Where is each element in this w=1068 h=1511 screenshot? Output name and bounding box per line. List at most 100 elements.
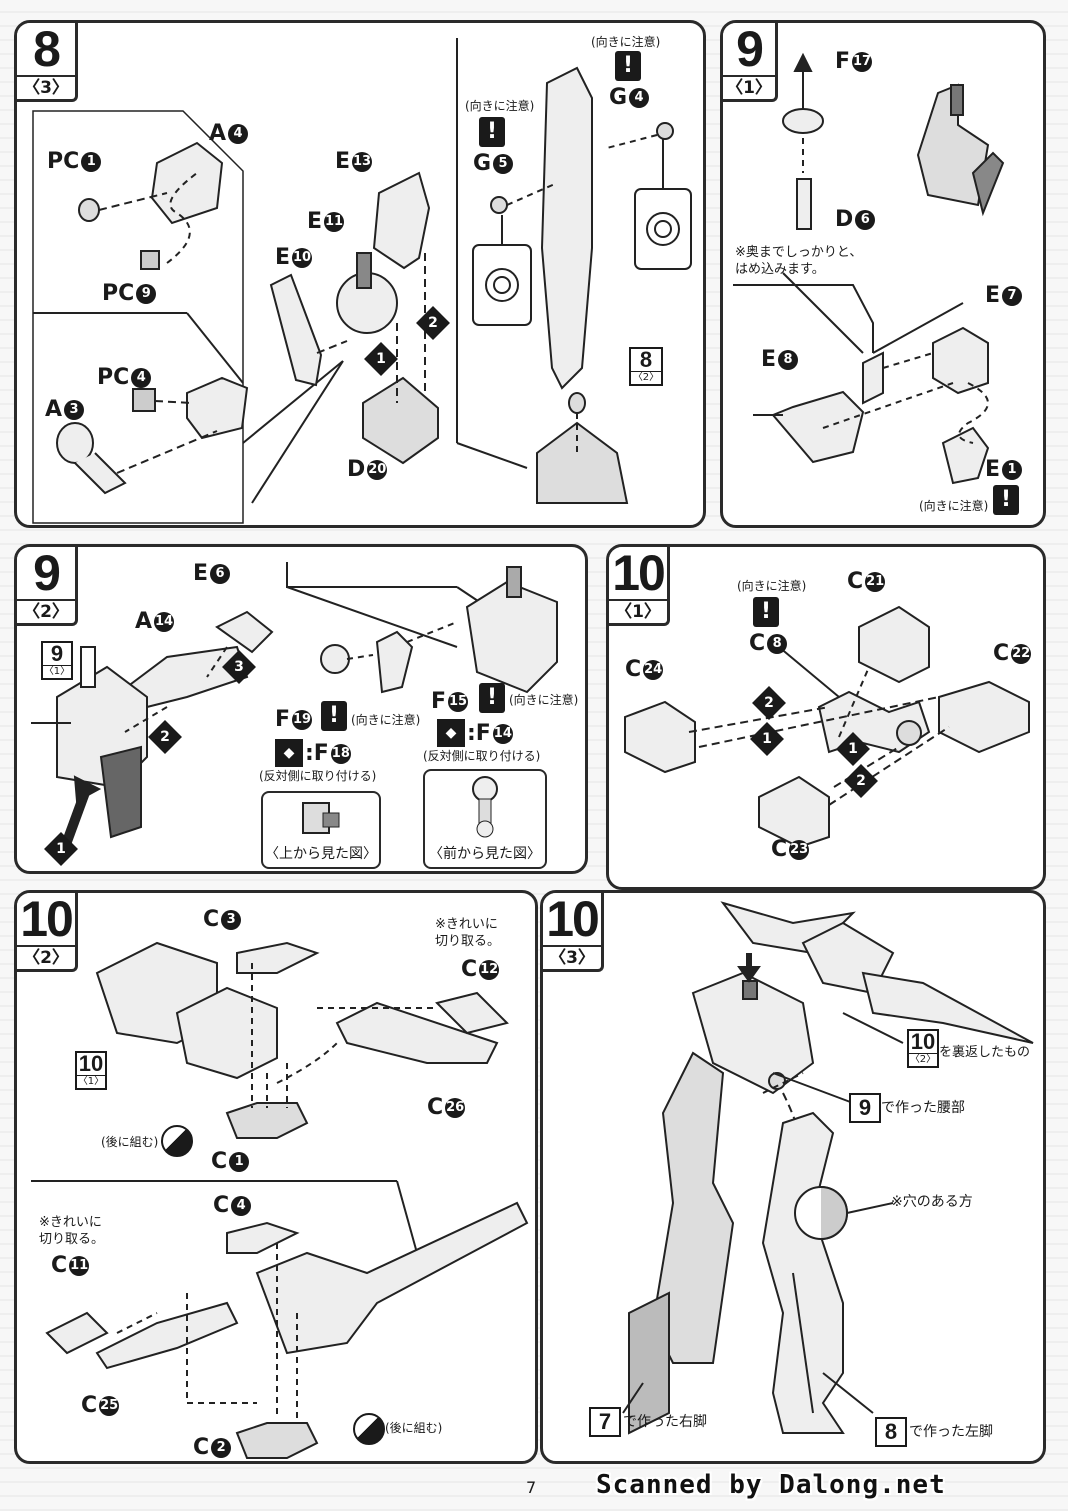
caution-note-g4: (向きに注意) [591,35,661,49]
sequence-arrow-2: 2 [844,764,878,798]
after-note-c1: (後に組む) [101,1135,159,1149]
sequence-arrow-2: 2 [148,720,182,754]
step-10-2-illustration [31,941,529,1459]
reference-step-10-2: 10〈2〉 [907,1029,939,1068]
step-9-1-illustration [733,52,1005,485]
warning-icon: ! [479,117,505,147]
sequence-arrow-1: 1 [44,832,78,866]
reference-step-10-1: 10〈1〉 [75,1051,107,1090]
step-9-2-illustration [31,562,558,849]
step-number: 10 [546,891,600,947]
sequence-arrow-1: 1 [750,722,784,756]
step-badge: 9 〈1〉 [723,23,778,102]
step-10-1-illustration [624,605,1030,849]
sequence-arrow-3: 3 [222,650,256,684]
top-view-drawing [302,802,340,834]
step-badge: 9 〈2〉 [17,547,78,626]
warning-icon: ! [321,701,347,731]
warning-icon: ! [753,597,779,627]
step-number: 9 [33,545,61,601]
step-10-3-illustration [622,901,1034,1435]
assemble-later-icon [161,1125,193,1157]
opposite-side-note-f18: (反対側に取り付ける) [259,769,377,783]
scan-credit: Scanned by Dalong.net [596,1470,946,1500]
step-badge: 10 〈3〉 [543,893,604,972]
warning-icon: ! [993,485,1019,515]
caution-note-e1: (向きに注意) [919,499,989,513]
hole-side-note: ※穴のある方 [891,1194,973,1210]
caution-note-g5: (向きに注意) [465,99,535,113]
reverse-icon: ◆ [437,719,465,747]
waist-note: で作った腰部 [881,1100,965,1116]
page-number: 7 [526,1478,537,1497]
top-view-box: 〈上から見た図〉 [261,791,381,869]
reference-step-7: 7 [589,1407,621,1437]
caution-note-f19: (向きに注意) [351,713,421,727]
reference-step-9: 9 [849,1093,881,1123]
step-substep: 〈3〉 [543,945,601,969]
step-badge: 10 〈1〉 [609,547,670,626]
step-substep: 〈2〉 [17,599,75,623]
caution-note-c8: (向きに注意) [737,579,807,593]
reference-step-8-2: 8〈2〉 [629,347,663,386]
reference-step-8: 8 [875,1417,907,1447]
sequence-arrow-1: 1 [836,732,870,766]
cut-note-c12: ※きれいに 切り取る。 [435,917,501,949]
right-leg-note: で作った右脚 [623,1414,707,1430]
cut-note-c11: ※きれいに 切り取る。 [39,1215,105,1247]
sequence-arrow-2: 2 [416,306,450,340]
front-view-drawing [472,776,498,838]
top-view-caption: 〈上から見た図〉 [265,846,377,862]
step-substep: 〈1〉 [723,75,775,99]
step-substep: 〈2〉 [17,945,75,969]
panel-step-10-3: 10 〈3〉 10〈2〉 を裏返した [540,890,1046,1464]
press-in-note: ※奥までしっかりと、 はめ込みます。 [735,245,863,277]
step-number: 9 [736,21,764,77]
step-badge: 10 〈2〉 [17,893,78,972]
step-number: 8 [33,21,61,77]
flipped-note: を裏返したもの [939,1045,1031,1060]
reference-step-9-1: 9〈1〉 [41,641,73,680]
warning-icon: ! [615,51,641,81]
step-8-3-illustration [32,38,692,524]
step-substep: 〈1〉 [609,599,667,623]
step-substep: 〈3〉 [17,75,75,99]
assemble-later-icon [353,1413,385,1445]
left-leg-note: で作った左脚 [909,1424,993,1440]
panel-step-8-3: 8 〈3〉 [14,20,706,528]
opposite-side-note-f14: (反対側に取り付ける) [423,749,541,763]
